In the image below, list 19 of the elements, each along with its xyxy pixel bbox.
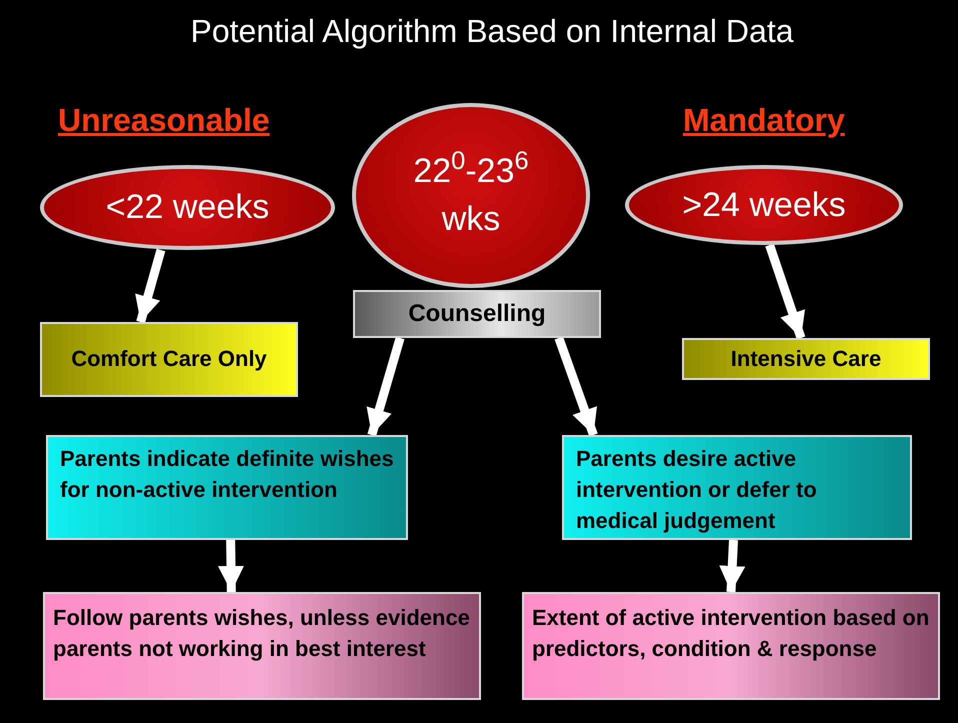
care-box: Intensive Care <box>682 338 930 380</box>
category-heading: Unreasonable <box>58 101 270 140</box>
gestation-oval: <22 weeks <box>40 165 335 250</box>
category-heading: Mandatory <box>683 101 845 140</box>
gestation-oval: 22$^{0}$-23$^{6}$ wks <box>352 103 590 288</box>
arrow <box>554 336 598 436</box>
arrow <box>218 540 244 592</box>
arrow <box>135 248 166 324</box>
decision-box: Parents indicate definite wishes for non-active intervention <box>46 435 408 540</box>
care-box: Comfort Care Only <box>40 322 298 397</box>
arrow <box>719 540 746 592</box>
process-box: Counselling <box>353 290 601 338</box>
gestation-oval: >24 weeks <box>625 165 903 245</box>
outcome-box: Extent of active intervention based on predictors, condition & response <box>522 592 940 700</box>
decision-box: Parents desire active intervention or defer to medical judgement <box>562 435 912 540</box>
arrow <box>366 336 404 436</box>
outcome-box: Follow parents wishes, unless evidence parents not working in best interest <box>43 592 481 700</box>
arrow <box>765 244 806 340</box>
title: Potential Algorithm Based on Internal Data <box>190 12 794 51</box>
